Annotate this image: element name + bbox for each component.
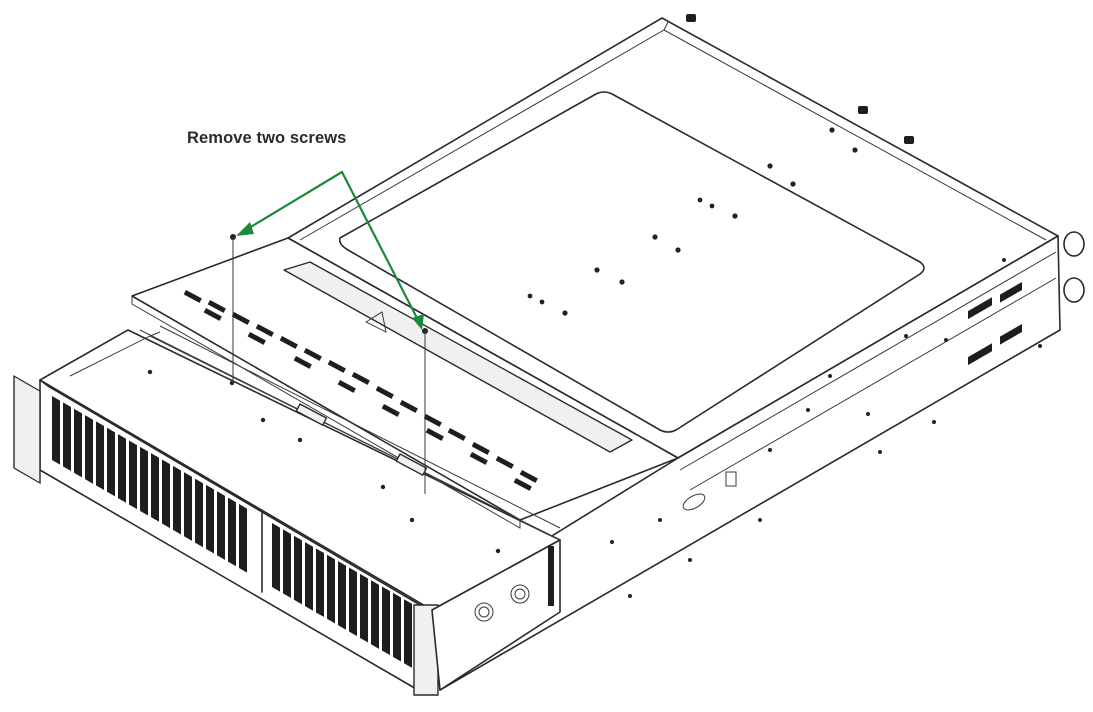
front-top-cover-lifted — [131, 237, 679, 529]
front-control-panel — [431, 539, 561, 691]
top-cover-inner-panel — [338, 91, 925, 433]
arrow-icon — [242, 170, 421, 324]
screw-callout — [230, 170, 428, 494]
callout-label: Remove two screws — [187, 129, 347, 147]
internal-rails — [139, 325, 561, 541]
top-cover-holes — [527, 127, 858, 316]
front-drive-bays — [13, 375, 439, 696]
side-panel-features — [610, 258, 1042, 598]
rear-handles — [686, 14, 1085, 303]
